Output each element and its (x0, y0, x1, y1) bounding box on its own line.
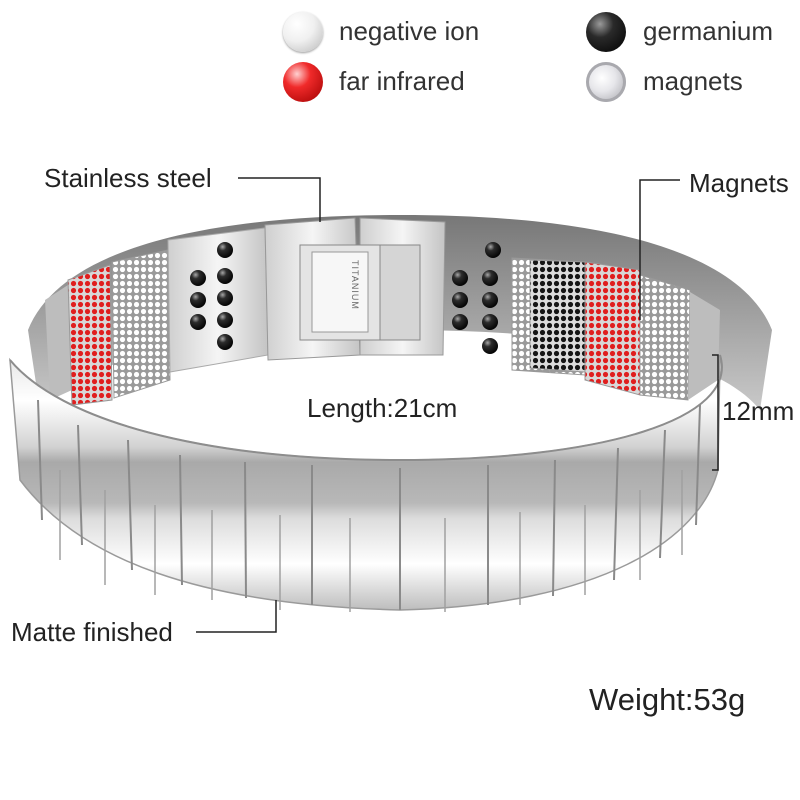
callout-matte-finished: Matte finished (11, 617, 173, 647)
link-dividers (37, 399, 701, 610)
spec-width: 12mm (722, 396, 795, 426)
spec-weight: Weight:53g (589, 682, 746, 717)
white-ball-icon (283, 12, 323, 52)
clasp: TITANIUM (264, 217, 446, 361)
interior-plates-left (45, 227, 269, 406)
spec-length: Length:21cm (307, 393, 458, 423)
legend-label-magnets: magnets (643, 66, 743, 96)
black-ball-icon (586, 12, 626, 52)
callout-stainless-steel: Stainless steel (44, 163, 212, 193)
legend-label-negative-ion: negative ion (339, 16, 480, 46)
callout-magnets: Magnets (689, 168, 789, 198)
germanium-balls-left (190, 242, 233, 350)
callout-lines (196, 177, 719, 633)
silver-ball-icon (586, 62, 626, 102)
red-ball-icon (283, 62, 323, 102)
interior-plates-right (511, 257, 720, 401)
legend-label-far-infrared: far infrared (339, 66, 465, 96)
legend-label-germanium: germanium (643, 16, 774, 46)
clasp-engraving: TITANIUM (350, 260, 360, 310)
germanium-balls-right (452, 242, 501, 354)
